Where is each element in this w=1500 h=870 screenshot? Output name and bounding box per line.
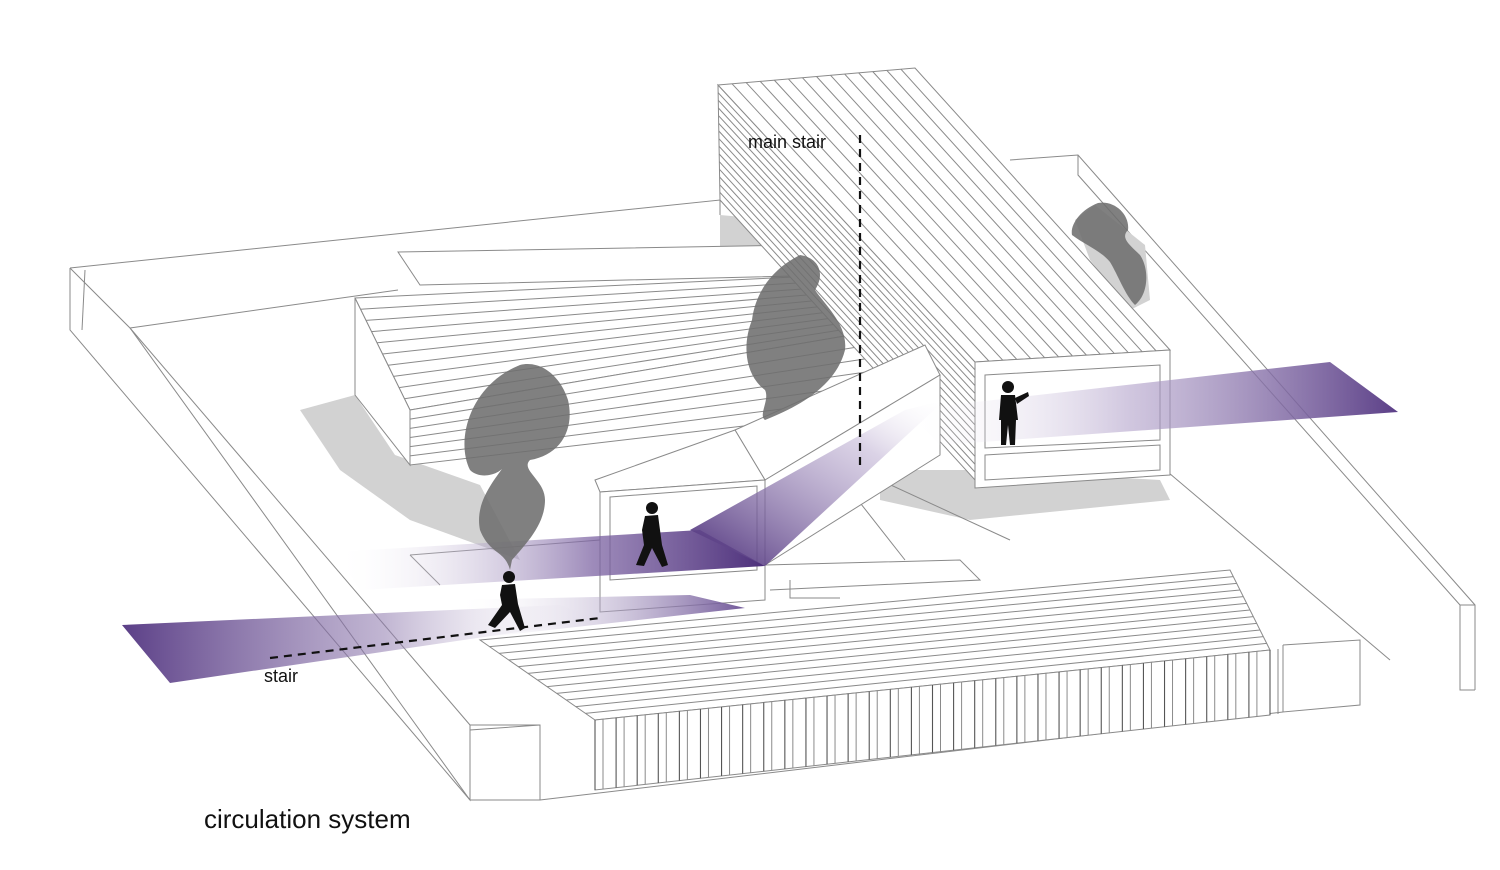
person-silhouette-icon (636, 502, 668, 567)
stripe-line (759, 81, 1018, 360)
stripe-line (547, 616, 1254, 688)
stripe-line (787, 78, 1046, 359)
stripe-line (717, 99, 976, 379)
stripe-line (802, 77, 1059, 358)
circulation-paths (122, 362, 1398, 683)
person-silhouette-icon (999, 381, 1029, 445)
stripe-line (886, 70, 1143, 353)
stripe-line (773, 79, 1032, 359)
tree-icon (746, 255, 846, 420)
stripe-line (575, 636, 1264, 708)
person-silhouette-icon (488, 571, 525, 631)
stripe-line (518, 596, 1244, 668)
stripe-line (872, 71, 1129, 353)
path-left-upper (455, 595, 745, 640)
stripe-line (816, 76, 1073, 357)
stripe-line (585, 642, 1267, 714)
stair-label: stair (264, 666, 298, 686)
stripe-line (537, 609, 1251, 681)
stripe-line (844, 73, 1101, 355)
stripe-line (858, 72, 1115, 354)
stripe-line (718, 122, 976, 402)
path-ramp (690, 400, 945, 566)
stripe-line (717, 92, 976, 371)
stripe-line (556, 622, 1257, 694)
path-right (905, 362, 1398, 445)
stripe-line (745, 82, 1004, 361)
diagram-caption: circulation system (204, 804, 411, 834)
stripe-line (360, 280, 840, 310)
stripe-line (508, 589, 1241, 661)
main-stair-label: main stair (748, 132, 826, 152)
tree-icon (464, 364, 570, 570)
stripe-line (718, 115, 976, 394)
stripe-line (566, 629, 1261, 701)
stripe-line (527, 602, 1247, 674)
stripe-line (718, 107, 976, 386)
stripe-line (499, 582, 1237, 654)
lower-block (478, 569, 1279, 791)
stripe-line (489, 576, 1234, 648)
stripe-line (900, 68, 1157, 352)
stripe-line (830, 74, 1087, 356)
tree-icon (1071, 202, 1147, 305)
